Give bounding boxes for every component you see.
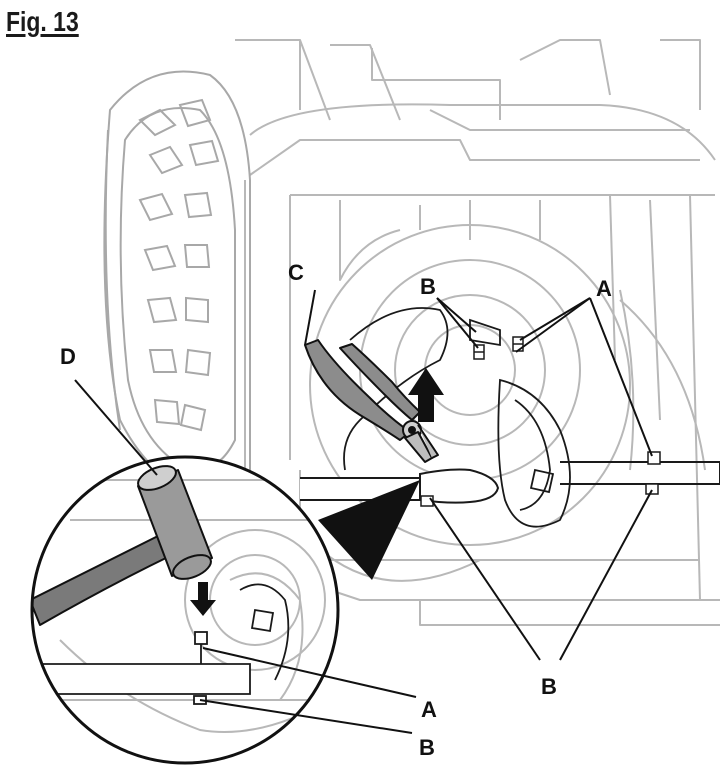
callout-d: D <box>60 344 76 369</box>
hammer <box>32 465 213 626</box>
auger-shaft <box>300 461 720 504</box>
magnifier-pointer <box>318 480 420 580</box>
up-arrow-icon <box>408 368 444 422</box>
callout-b-inset: B <box>419 735 435 760</box>
auger-assembly <box>343 307 571 528</box>
leader-lines <box>74 289 653 734</box>
down-arrow-icon <box>190 582 216 616</box>
callout-a-inset: A <box>421 697 437 722</box>
callout-a-top: A <box>596 276 612 301</box>
callout-b-top: B <box>420 274 436 299</box>
shear-bolt-shaft-right-top <box>647 451 661 465</box>
callout-b-bottom: B <box>541 674 557 699</box>
shear-bolt-shaft-right-bottom <box>645 483 659 495</box>
callout-labels: C B A D B A B <box>60 260 612 760</box>
shear-bolt-upper-left <box>473 344 485 360</box>
detail-inset <box>30 455 340 765</box>
callout-c: C <box>288 260 304 285</box>
figure-title: Fig. 13 <box>6 6 79 37</box>
pliers <box>304 339 439 463</box>
